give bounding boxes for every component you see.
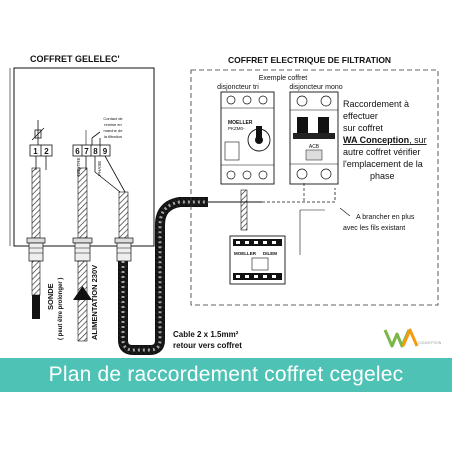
svg-text:sur coffret: sur coffret bbox=[343, 123, 383, 133]
svg-text:la filtration: la filtration bbox=[104, 134, 122, 139]
svg-text:8: 8 bbox=[93, 147, 98, 156]
sonde-probe bbox=[32, 295, 40, 319]
wa-conception-logo: CONCEPTION bbox=[383, 328, 442, 348]
cable-gland-power bbox=[72, 237, 93, 262]
filtration-box bbox=[190, 69, 439, 306]
svg-text:7: 7 bbox=[84, 147, 89, 156]
return-cable-inside bbox=[118, 191, 129, 239]
svg-text:remise en: remise en bbox=[104, 122, 122, 127]
svg-text:Raccordement à: Raccordement à bbox=[343, 99, 409, 109]
svg-text:DILEM: DILEM bbox=[263, 251, 277, 256]
cable-label-line1: Cable 2 x 1.5mm² bbox=[173, 330, 239, 339]
svg-text:PKZM0-: PKZM0- bbox=[228, 126, 245, 131]
svg-text:2: 2 bbox=[44, 147, 49, 156]
svg-text:ACB: ACB bbox=[309, 144, 320, 150]
svg-text:phase: phase bbox=[370, 171, 395, 181]
svg-text:6: 6 bbox=[75, 147, 80, 156]
contactor: MOELLER DILEM bbox=[229, 235, 286, 285]
connection-note: Raccordement à effectuer sur coffret WA … bbox=[343, 99, 427, 181]
return-cable-outline bbox=[118, 197, 208, 355]
title-banner: Plan de raccordement coffret cegelec bbox=[0, 358, 452, 392]
sonde-label: SONDE bbox=[46, 283, 55, 310]
svg-text:avec les fils existant: avec les fils existant bbox=[343, 225, 405, 232]
relay-contact-icon bbox=[85, 130, 101, 145]
alimentation-label: ALIMENTATION 230V bbox=[90, 265, 99, 340]
terminal-block-left: 1 2 bbox=[29, 144, 53, 157]
neutre-label: NEUTRE bbox=[76, 157, 81, 176]
cable-gland-sonde bbox=[26, 237, 46, 262]
sonde-cable bbox=[31, 167, 41, 239]
power-cable bbox=[77, 167, 88, 239]
example-label: Exemple coffret bbox=[259, 75, 308, 82]
disj-tri-label: disjoncteur tri bbox=[217, 84, 259, 91]
svg-text:A brancher en plus: A brancher en plus bbox=[356, 214, 415, 221]
sonde-note: ( peut être prolonger ) bbox=[58, 278, 64, 340]
banner-title: Plan de raccordement coffret cegelec bbox=[48, 363, 404, 386]
mono-breaker: ACB bbox=[289, 91, 339, 185]
probe-symbol-icon bbox=[31, 120, 45, 145]
cable-label-line2: retour vers coffret bbox=[173, 341, 242, 350]
cable-gland-return bbox=[114, 237, 134, 262]
svg-text:MOELLER: MOELLER bbox=[228, 120, 253, 126]
svg-text:9: 9 bbox=[103, 147, 108, 156]
terminal-block-right: 6 7 8 9 bbox=[72, 144, 111, 157]
power-arrow-icon bbox=[73, 286, 92, 300]
svg-text:autre coffret vérifier: autre coffret vérifier bbox=[343, 147, 420, 157]
phase-label: PHASE bbox=[97, 161, 102, 176]
tri-breaker: MOELLER PKZM0- bbox=[220, 91, 275, 185]
control-contact-label: Contact de remise en marche de la filtra… bbox=[103, 116, 123, 139]
disj-mono-label: disjoncteur mono bbox=[289, 84, 342, 91]
svg-text:marche de: marche de bbox=[104, 128, 124, 133]
svg-text:MOELLER: MOELLER bbox=[234, 251, 257, 256]
svg-text:WA Conception, sur: WA Conception, sur bbox=[343, 135, 427, 145]
svg-text:CONCEPTION: CONCEPTION bbox=[418, 341, 442, 345]
svg-text:l'emplacement de la: l'emplacement de la bbox=[343, 159, 423, 169]
gelelec-title: COFFRET GELELEC' bbox=[30, 54, 120, 64]
svg-text:Contact de: Contact de bbox=[103, 116, 123, 121]
svg-text:1: 1 bbox=[33, 147, 38, 156]
branch-note: A brancher en plus avec les fils existan… bbox=[343, 214, 415, 232]
filtration-title: COFFRET ELECTRIQUE DE FILTRATION bbox=[228, 55, 391, 65]
svg-text:effectuer: effectuer bbox=[343, 111, 378, 121]
